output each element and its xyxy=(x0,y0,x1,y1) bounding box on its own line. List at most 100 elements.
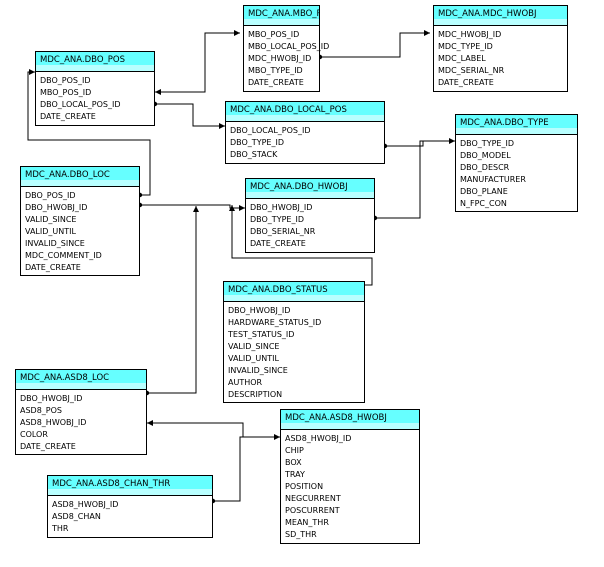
table-field: MBO_POS_ID xyxy=(248,30,300,39)
table-title-band xyxy=(21,180,139,186)
table-title-text: MDC_ANA.DBO_TYPE xyxy=(460,118,549,128)
table-field: INVALID_SINCE xyxy=(228,366,288,375)
table-field: DATE_CREATE xyxy=(250,239,306,248)
arrowhead xyxy=(449,138,455,144)
table-field: DATE_CREATE xyxy=(25,263,81,272)
table-field: CHIP xyxy=(285,446,304,455)
table-fields: ASD8_HWOBJ_ID CHIP BOX TRAY POSITION NEGCURRE… xyxy=(281,430,419,541)
table-title: MDC_ANA.DBO_POS xyxy=(36,52,154,72)
table-field: DATE_CREATE xyxy=(438,78,494,87)
table-field: ASD8_CHAN xyxy=(52,512,101,521)
table-field: TRAY xyxy=(285,470,305,479)
arrowhead xyxy=(234,30,240,36)
table-field: DBO_HWOBJ_ID xyxy=(228,306,291,315)
relation-dbo-loc-dbo-hwobj xyxy=(140,204,245,209)
table-field: ASD8_POS xyxy=(20,406,62,415)
table-field: MDC_HWOBJ_ID xyxy=(438,30,502,39)
table-title-text: MDC_ANA.DBO_POS xyxy=(40,55,125,65)
table-field: AUTHOR xyxy=(228,378,263,387)
table-field: VALID_UNTIL xyxy=(228,354,279,363)
table-title: MDC_ANA.ASD8_CHAN_THR xyxy=(48,476,212,496)
table-field: DBO_STACK xyxy=(230,150,278,159)
table-field: MDC_SERIAL_NR xyxy=(438,66,505,75)
relation-dbo-hwobj-dbo-type xyxy=(375,140,455,219)
table-field: DBO_HWOBJ_ID xyxy=(25,203,88,212)
table-title-band xyxy=(281,423,419,429)
table-field: INVALID_SINCE xyxy=(25,239,85,248)
table-field: MDC_HWOBJ_ID xyxy=(248,54,312,63)
table-title: MDC_ANA.DBO_HWOBJ xyxy=(246,179,374,199)
table-field: MBO_TYPE_ID xyxy=(248,66,303,75)
table-mdc-hwobj: MDC_ANA.MDC_HWOBJ MDC_HWOBJ_ID MDC_TYPE_ID… xyxy=(433,5,568,92)
table-field: DATE_CREATE xyxy=(40,112,96,121)
table-title: MDC_ANA.DBO_LOCAL_POS xyxy=(226,102,384,122)
relation-dbo-status-dbo-hwobj xyxy=(231,205,373,286)
table-field: VALID_SINCE xyxy=(25,215,77,224)
table-title: MDC_ANA.DBO_STATUS xyxy=(224,282,364,302)
table-fields: ASD8_HWOBJ_ID ASD8_CHAN THR xyxy=(48,496,212,535)
table-field: DATE_CREATE xyxy=(20,442,76,451)
table-field: MDC_COMMENT_ID xyxy=(25,251,102,260)
table-field: ASD8_HWOBJ_ID xyxy=(285,434,352,443)
table-fields: MBO_POS_ID MBO_LOCAL_POS_ID MDC_HWOBJ_ID MB… xyxy=(244,26,330,89)
table-field: DBO_POS_ID xyxy=(40,76,91,85)
table-field: POSITION xyxy=(285,482,324,491)
arrowhead xyxy=(147,420,153,426)
table-title-text: MDC_ANA.ASD8_LOC xyxy=(20,373,110,383)
arrowhead xyxy=(193,206,199,212)
arrowhead xyxy=(424,30,430,36)
table-title: MDC_ANA.DBO_TYPE xyxy=(456,115,577,135)
table-field: DBO_LOCAL_POS_ID xyxy=(230,126,311,135)
table-field: DESCRIPTION xyxy=(228,390,283,399)
table-title: MDC_ANA.DBO_LOC xyxy=(21,167,139,187)
table-field: MANUFACTURER xyxy=(460,175,526,184)
table-fields: DBO_LOCAL_POS_ID DBO_TYPE_ID DBO_STACK xyxy=(226,122,384,161)
table-title-band xyxy=(434,19,567,25)
table-field: ASD8_HWOBJ_ID xyxy=(52,500,119,509)
table-field: TEST_STATUS_ID xyxy=(228,330,295,339)
table-field: DBO_HWOBJ_ID xyxy=(250,203,313,212)
table-asd8-chan-thr: MDC_ANA.ASD8_CHAN_THR ASD8_HWOBJ_ID ASD8_C… xyxy=(47,475,213,538)
relation-mbo-pos-mdc-hwobj xyxy=(320,32,430,58)
table-title-text: MDC_ANA.ASD8_HWOBJ xyxy=(285,413,387,423)
table-title-band xyxy=(226,115,384,121)
arrowhead xyxy=(29,69,35,75)
table-field: DBO_SERIAL_NR xyxy=(250,227,316,236)
table-field: BOX xyxy=(285,458,302,467)
table-title-band xyxy=(244,19,319,25)
arrowhead xyxy=(274,434,280,440)
table-field: POSCURRENT xyxy=(285,506,340,515)
table-title: MDC_ANA.MDC_HWOBJ xyxy=(434,6,567,26)
table-field: DBO_PLANE xyxy=(460,187,508,196)
table-field: MDC_TYPE_ID xyxy=(438,42,493,51)
table-field: DBO_DESCR xyxy=(460,163,510,172)
table-title: MDC_ANA.MBO_POS xyxy=(244,6,319,26)
table-title: MDC_ANA.ASD8_HWOBJ xyxy=(281,410,419,430)
table-title-text: MDC_ANA.MDC_HWOBJ xyxy=(438,9,537,19)
table-field: DBO_MODEL xyxy=(460,151,511,160)
table-title-band xyxy=(456,128,577,134)
relation-asd8-loc-dbo-hwobj xyxy=(147,206,197,394)
arrowhead xyxy=(239,205,245,211)
table-field: MBO_LOCAL_POS_ID xyxy=(248,42,330,51)
table-field: N_FPC_CON xyxy=(460,199,507,208)
table-title-text: MDC_ANA.DBO_STATUS xyxy=(228,285,328,295)
table-field: MBO_POS_ID xyxy=(40,88,92,97)
arrowhead xyxy=(155,89,161,95)
table-title-band xyxy=(36,65,154,71)
table-field: NEGCURRENT xyxy=(285,494,341,503)
table-field: MEAN_THR xyxy=(285,518,329,527)
table-field: DBO_TYPE_ID xyxy=(230,138,284,147)
table-field: THR xyxy=(52,524,69,533)
